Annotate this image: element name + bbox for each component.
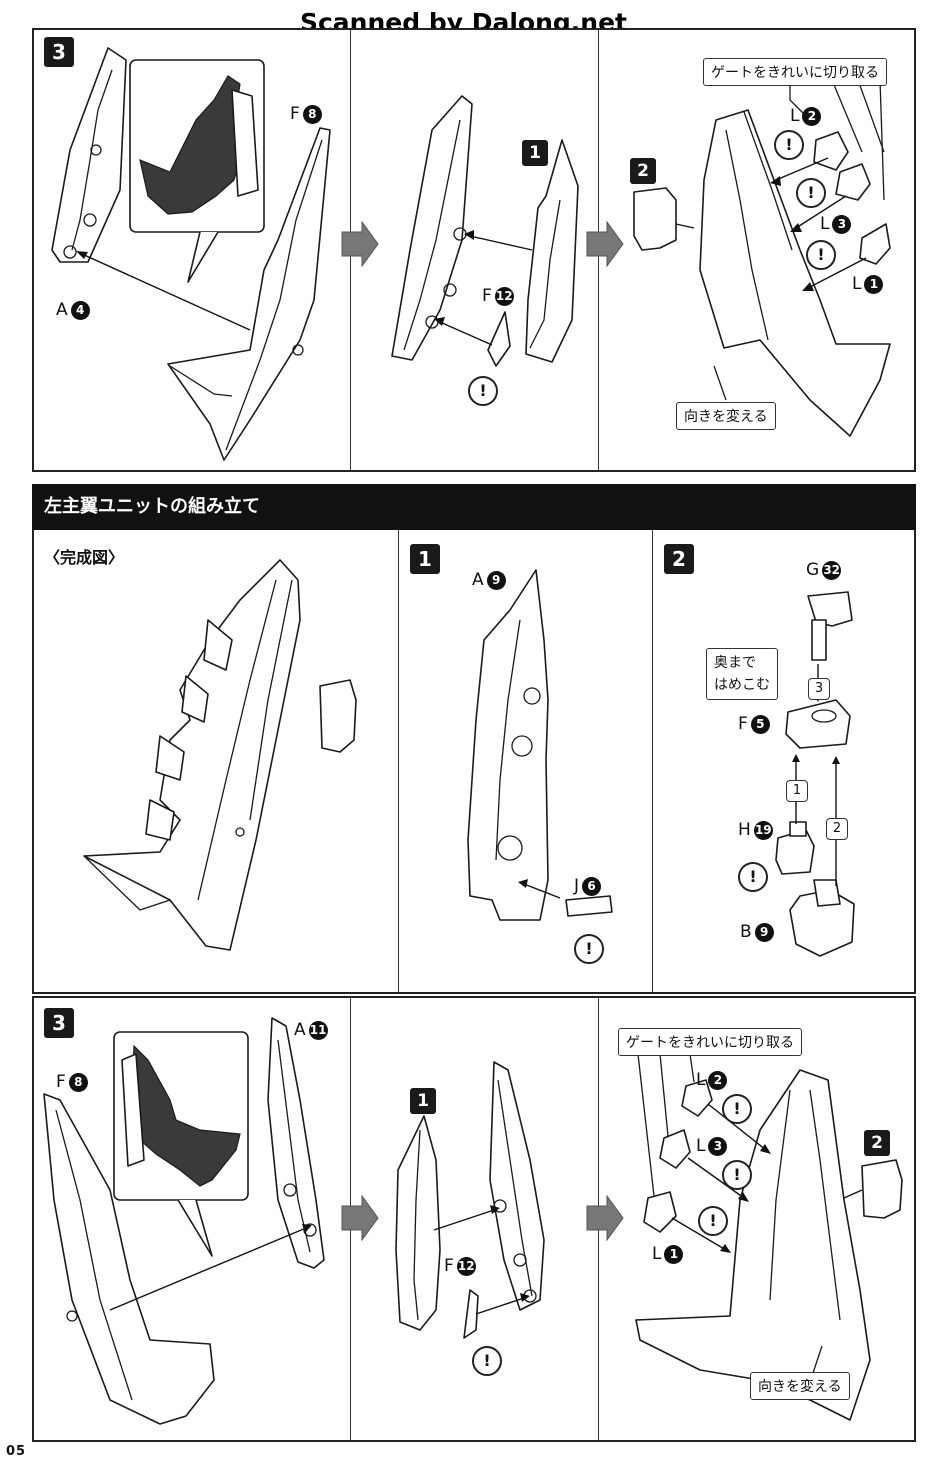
step-arrow-2 xyxy=(586,1194,624,1242)
order-3: 3 xyxy=(808,678,830,700)
bottom-substep-2: 2 xyxy=(864,1130,890,1156)
callout-push-in-line1: 奥まで xyxy=(714,655,756,671)
callout-change-direction: 向きを変える xyxy=(676,402,776,430)
middle-divider-2 xyxy=(652,530,653,992)
warning-icon: ! xyxy=(698,1206,728,1236)
order-1: 1 xyxy=(786,780,808,802)
callout-gate-clean: ゲートをきれいに切り取る xyxy=(703,58,887,86)
warning-icon: ! xyxy=(574,934,604,964)
warning-icon: ! xyxy=(806,240,836,270)
part-f8-drawing xyxy=(43,1093,215,1425)
part-a4-drawing xyxy=(51,47,127,263)
part-f12-drawing xyxy=(463,1289,479,1339)
part-l1-drawing xyxy=(859,223,891,265)
warning-icon: ! xyxy=(722,1160,752,1190)
top-substep-2: 2 xyxy=(630,158,656,184)
callout-push-in: 奥まで はめこむ xyxy=(706,648,778,700)
bottom-step-number: 3 xyxy=(44,1008,74,1038)
part-a9-drawing xyxy=(467,569,549,921)
part-f12-drawing xyxy=(487,311,511,367)
top-panel-drawings xyxy=(51,47,891,461)
warning-icon: ! xyxy=(722,1094,752,1124)
part-j6-drawing xyxy=(565,895,613,917)
part-2-drawing xyxy=(861,1159,903,1219)
part-1-drawing xyxy=(395,1115,441,1331)
middle-divider-1 xyxy=(398,530,399,992)
part-2-drawing xyxy=(633,187,677,251)
completed-label: 〈完成図〉 xyxy=(44,548,125,567)
part-l3-drawing xyxy=(659,1129,691,1169)
warning-icon: ! xyxy=(796,178,826,208)
warning-icon: ! xyxy=(472,1346,502,1376)
page-number: 05 xyxy=(6,1444,27,1459)
middle-step-2: 2 xyxy=(664,544,694,574)
middle-step-1: 1 xyxy=(410,544,440,574)
middle-panel-drawings xyxy=(83,559,855,957)
order-2: 2 xyxy=(826,818,848,840)
top-step-number: 3 xyxy=(44,37,74,67)
step-arrow-2 xyxy=(586,220,624,268)
part-assembly-mid xyxy=(489,1061,545,1311)
callout-change-direction: 向きを変える xyxy=(750,1372,850,1400)
section-title: 左主翼ユニットの組み立て xyxy=(32,484,916,530)
callout-push-in-line2: はめこむ xyxy=(714,677,770,693)
part-a11-drawing xyxy=(267,1017,325,1269)
top-substep-1: 1 xyxy=(522,140,548,166)
part-l3-drawing xyxy=(835,163,871,201)
warning-icon: ! xyxy=(468,376,498,406)
part-g32-drawing xyxy=(807,591,853,627)
bottom-substep-1: 1 xyxy=(410,1088,436,1114)
part-l1-drawing xyxy=(643,1191,677,1233)
callout-gate-clean: ゲートをきれいに切り取る xyxy=(618,1028,802,1056)
part-l2-drawing xyxy=(681,1079,713,1117)
part-wing-drawing xyxy=(699,109,891,437)
step-arrow-1 xyxy=(341,1194,379,1242)
warning-icon: ! xyxy=(774,130,804,160)
part-f8-drawing xyxy=(167,127,331,461)
step-arrow-1 xyxy=(341,220,379,268)
warning-icon: ! xyxy=(738,862,768,892)
